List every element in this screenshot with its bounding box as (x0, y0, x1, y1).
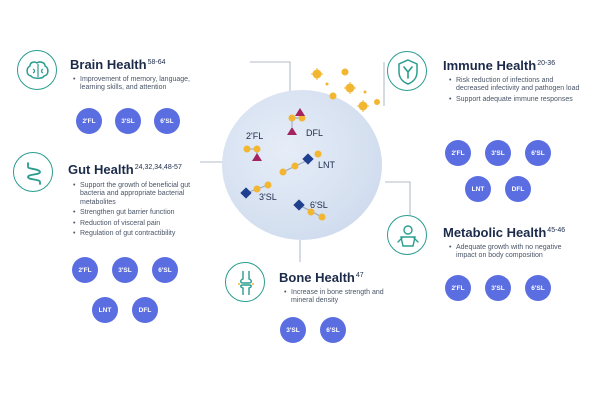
immune-health-title: Immune Health20-36 (443, 58, 556, 73)
brain-bullets: Improvement of memory, language, learnin… (72, 76, 210, 95)
gut-refs: 24,32,34,48-57 (134, 163, 182, 171)
brain-icon (17, 50, 57, 90)
immune-shield-icon (387, 51, 427, 91)
virus-icon (312, 68, 380, 111)
hmo-label-dfl: DFL (306, 128, 324, 138)
hmo-label-3sl: 3'SL (259, 192, 277, 202)
metabolic-pill-2fl: 2'FL (445, 275, 471, 301)
immune-pill-6sl: 6'SL (525, 140, 551, 166)
gut-bullet: Support the growth of beneficial gut bac… (73, 182, 215, 207)
immune-bullet: Risk reduction of infections and decreas… (449, 77, 584, 94)
metabolic-refs: 45-46 (547, 226, 566, 234)
immune-pill-lnt: LNT (465, 176, 491, 202)
lnt-molecule (279, 150, 322, 176)
gut-icon (13, 152, 53, 192)
dfl-molecule (287, 108, 306, 135)
bone-refs: 47 (355, 271, 364, 279)
gut-bullet: Strengthen gut barrier function (73, 209, 215, 218)
gut-pill-2fl: 2'FL (72, 257, 98, 283)
metabolic-pill-3sl: 3'SL (485, 275, 511, 301)
immune-pill-dfl: DFL (505, 176, 531, 202)
bone-bullet: Increase in bone strength and mineral de… (284, 289, 401, 306)
virus-cluster (311, 68, 380, 112)
immune-refs: 20-36 (537, 59, 556, 67)
brain-bullet: Improvement of memory, language, learnin… (73, 76, 210, 93)
hmo-label-6sl: 6'SL (310, 200, 328, 210)
gut-bullets: Support the growth of beneficial gut bac… (72, 182, 215, 240)
immune-pill-3sl: 3'SL (485, 140, 511, 166)
metabolic-bullet: Adequate growth with no negative impact … (449, 244, 584, 261)
bone-joint-icon (225, 262, 265, 302)
brain-refs: 58-64 (147, 58, 166, 66)
immune-pill-2fl: 2'FL (445, 140, 471, 166)
metabolic-bullets: Adequate growth with no negative impact … (448, 244, 584, 263)
bone-health-title: Bone Health47 (279, 270, 364, 285)
gut-pill-lnt: LNT (92, 297, 118, 323)
immune-bullets: Risk reduction of infections and decreas… (448, 77, 584, 106)
bone-pill-6sl: 6'SL (320, 317, 346, 343)
gut-health-title: Gut Health24,32,34,48-57 (68, 162, 182, 177)
gut-pill-3sl: 3'SL (112, 257, 138, 283)
metabolic-health-title: Metabolic Health45-46 (443, 225, 566, 240)
gut-bullet: Regulation of gut contractibility (73, 230, 215, 239)
hmo-label-lnt: LNT (318, 160, 336, 170)
6sl-molecule (293, 199, 326, 221)
gut-pill-dfl: DFL (132, 297, 158, 323)
brain-pill-3sl: 3'SL (115, 108, 141, 134)
gut-pill-6sl: 6'SL (152, 257, 178, 283)
2fl-molecule (243, 145, 262, 161)
hmo-label-2fl: 2'FL (246, 131, 264, 141)
brain-pill-2fl: 2'FL (76, 108, 102, 134)
connector-metabolic (385, 181, 411, 215)
brain-health-title: Brain Health58-64 (70, 57, 166, 72)
3sl-molecule (240, 181, 272, 199)
bone-pill-3sl: 3'SL (280, 317, 306, 343)
bone-bullets: Increase in bone strength and mineral de… (283, 289, 401, 308)
metabolic-pill-6sl: 6'SL (525, 275, 551, 301)
gut-bullet: Reduction of visceral pain (73, 220, 215, 229)
brain-pill-6sl: 6'SL (154, 108, 180, 134)
immune-bullet: Support adequate immune responses (449, 96, 584, 105)
baby-icon (387, 215, 427, 255)
